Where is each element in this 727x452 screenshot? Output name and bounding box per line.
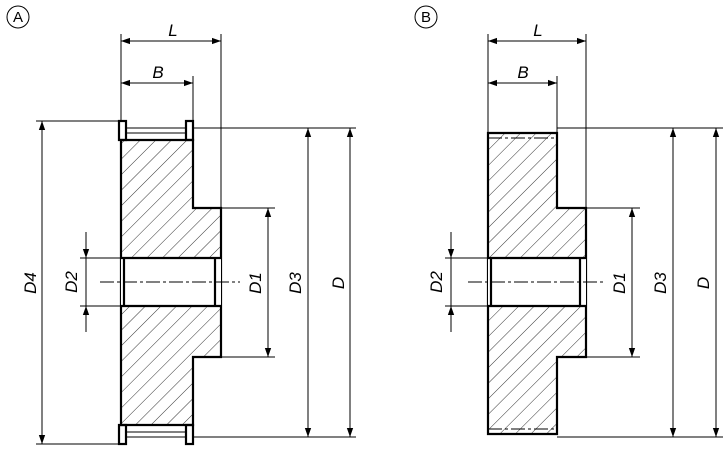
view-a-label-B: B: [152, 63, 163, 82]
view-b-label-D1: D1: [610, 272, 629, 294]
view-a-flange-right-top: [184, 119, 195, 142]
view-b-dim-B: B: [488, 63, 557, 87]
view-b-variant-label: B: [414, 5, 438, 29]
view-b-variant-letter: B: [421, 9, 431, 26]
view-b-label-D2: D2: [427, 271, 446, 293]
view-b-dim-L: L: [488, 21, 586, 45]
view-a-dim-B: B: [121, 63, 193, 87]
view-b-dim-D3: D3: [651, 128, 677, 437]
view-a-drawing: A: [6, 5, 356, 446]
view-b-dim-D2: D2: [427, 232, 455, 332]
view-b-bore-outline: [488, 256, 586, 308]
view-b-label-D: D: [694, 277, 713, 289]
view-b-dim-D1: D1: [610, 208, 636, 357]
view-b-label-B: B: [517, 63, 528, 82]
view-a-variant-label: A: [6, 5, 30, 29]
view-a-label-D1: D1: [246, 272, 265, 294]
view-b-section: [468, 131, 604, 436]
view-a-label-D: D: [329, 277, 348, 289]
view-a-label-D2: D2: [62, 271, 81, 293]
view-b-drawing: B L B: [414, 5, 723, 438]
view-a-dim-D4: D4: [21, 121, 46, 444]
view-a-flange-right-bottom: [184, 423, 195, 446]
view-a-dim-D: D: [329, 128, 354, 437]
view-b-dim-D: D: [694, 128, 720, 437]
view-a-section: [100, 119, 240, 446]
view-b-variant-circle: [414, 5, 438, 29]
view-a-dim-D2: D2: [62, 232, 90, 332]
view-a-label-D4: D4: [21, 272, 40, 294]
view-a-dim-D3: D3: [286, 128, 312, 437]
view-a-variant-letter: A: [13, 9, 23, 26]
view-a-flange-left-top: [117, 119, 128, 142]
view-a-hatch-fill: [121, 140, 221, 425]
view-a-variant-circle: [6, 5, 30, 29]
view-a-flange-left-bottom: [117, 423, 128, 446]
view-a-dim-D1: D1: [246, 208, 272, 357]
view-b-label-D3: D3: [651, 272, 670, 294]
view-a-bore-outline: [121, 256, 221, 308]
view-a-tooth-lines-top: [126, 127, 186, 134]
view-a-label-L: L: [168, 21, 177, 40]
view-a-label-D3: D3: [286, 272, 305, 294]
view-a-dim-L: L: [121, 21, 221, 45]
view-a-tooth-lines-bottom: [126, 431, 186, 438]
view-b-label-L: L: [533, 21, 542, 40]
